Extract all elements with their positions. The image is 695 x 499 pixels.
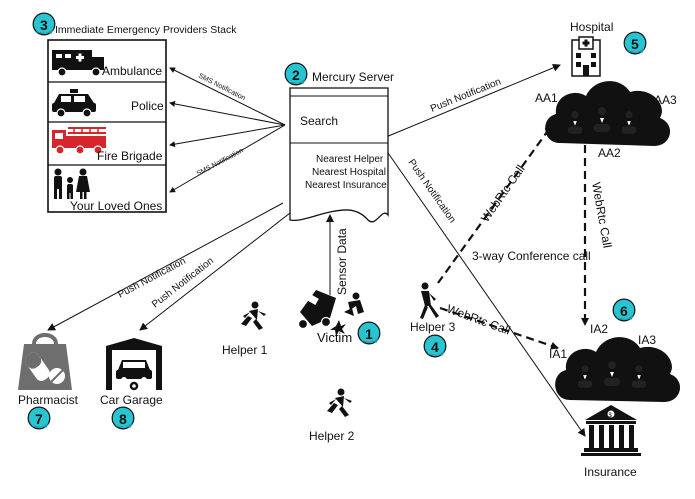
victim-label: Victim bbox=[317, 330, 352, 345]
stack-badge-number: 3 bbox=[40, 17, 48, 33]
garage-label: Car Garage bbox=[100, 393, 163, 407]
insurance-agent-ia1: IA1 bbox=[549, 347, 567, 361]
helper-2-label: Helper 2 bbox=[309, 429, 355, 443]
edge-label-sms-2: SMS Notification bbox=[196, 147, 245, 178]
helper-2: Helper 2 bbox=[309, 388, 355, 443]
edge-push-insurance bbox=[385, 149, 586, 437]
edge-label-webrtc-conference: WebRtc Call bbox=[589, 181, 614, 249]
hospital-group: Hospital 5 AA1 AA2 AA3 bbox=[535, 20, 677, 160]
edge-label-sensor: Sensor Data bbox=[335, 228, 349, 295]
provider-label-loved-ones: Your Loved Ones bbox=[70, 199, 162, 213]
edge-push-pharmacist bbox=[47, 202, 284, 331]
helper-1-label: Helper 1 bbox=[222, 343, 268, 357]
edge-sms-upper bbox=[169, 67, 286, 126]
stack-frame bbox=[47, 39, 167, 213]
edge-sms-mid2 bbox=[169, 124, 286, 148]
stack-title: Immediate Emergency Providers Stack bbox=[55, 24, 237, 36]
mercury-server: 2 Mercury Server Search Nearest Helper N… bbox=[284, 62, 394, 223]
helper-3-badge-number: 4 bbox=[431, 339, 439, 355]
ambulance-icon bbox=[52, 50, 104, 77]
running-person-icon bbox=[241, 301, 266, 330]
server-nearest-helper: Nearest Helper bbox=[316, 154, 384, 165]
helper-3-label: Helper 3 bbox=[410, 320, 456, 334]
family-icon bbox=[54, 168, 90, 199]
edge-sms-lower bbox=[169, 124, 286, 193]
insurance-group: 6 IA1 IA2 IA3 $ Insurance bbox=[549, 298, 681, 479]
server-search-label: Search bbox=[300, 114, 338, 128]
bank-building-icon: $ bbox=[581, 405, 641, 456]
emergency-stack: 3 Immediate Emergency Providers Stack Am… bbox=[32, 12, 237, 213]
server-nearest-hospital: Nearest Hospital bbox=[312, 167, 386, 178]
garage-badge-number: 8 bbox=[119, 411, 127, 427]
pharmacist-group: Pharmacist 7 bbox=[18, 333, 79, 430]
victim-group: Victim 1 bbox=[297, 290, 381, 345]
insurance-agent-ia3: IA3 bbox=[638, 333, 656, 347]
hospital-agent-aa3: AA3 bbox=[654, 93, 677, 107]
edge-label-push-hospital: Push Notification bbox=[429, 76, 503, 114]
hospital-cloud bbox=[545, 81, 671, 146]
hospital-badge-number: 5 bbox=[631, 36, 639, 52]
server-document bbox=[289, 87, 389, 223]
edge-label-webrtc-hospital: WebRtc Call bbox=[478, 162, 528, 224]
insurance-badge-number: 6 bbox=[620, 303, 628, 319]
car-garage-icon bbox=[106, 338, 162, 392]
provider-label-fire-brigade: Fire Brigade bbox=[97, 149, 163, 163]
pharmacy-bag-icon bbox=[18, 333, 72, 390]
victim-badge-number: 1 bbox=[365, 326, 373, 342]
server-badge-number: 2 bbox=[292, 67, 300, 83]
edge-label-sms-1: SMS Notification bbox=[197, 73, 246, 103]
fire-truck-icon bbox=[52, 127, 106, 155]
insurance-label: Insurance bbox=[584, 465, 637, 479]
police-car-icon bbox=[52, 89, 96, 118]
edge-webrtc-insurance bbox=[439, 306, 559, 350]
edge-webrtc-hospital bbox=[437, 124, 553, 284]
svg-text:$: $ bbox=[609, 413, 613, 419]
walking-person-icon bbox=[420, 282, 439, 319]
car-crash-icon bbox=[297, 290, 364, 336]
insurance-agent-ia2: IA2 bbox=[590, 322, 608, 336]
running-person-icon bbox=[327, 388, 352, 417]
pharmacist-badge-number: 7 bbox=[35, 411, 43, 427]
server-nearest-insurance: Nearest Insurance bbox=[305, 180, 387, 191]
server-title: Mercury Server bbox=[312, 70, 394, 84]
hospital-agent-aa2: AA2 bbox=[598, 146, 621, 160]
hospital-agent-aa1: AA1 bbox=[535, 91, 558, 105]
edge-label-conference: 3-way Conference call bbox=[472, 249, 591, 263]
helper-1: Helper 1 bbox=[222, 301, 268, 357]
edge-sms-mid1 bbox=[169, 100, 286, 126]
garage-group: Car Garage 8 bbox=[100, 338, 163, 430]
helper-3: Helper 3 4 bbox=[410, 282, 456, 358]
edge-push-garage bbox=[139, 212, 291, 331]
provider-label-ambulance: Ambulance bbox=[102, 64, 162, 78]
hospital-building-icon bbox=[571, 36, 601, 77]
pharmacist-label: Pharmacist bbox=[18, 393, 79, 407]
edge-push-hospital bbox=[385, 63, 561, 138]
insurance-cloud bbox=[555, 337, 681, 402]
hospital-label: Hospital bbox=[570, 20, 613, 34]
provider-label-police: Police bbox=[131, 99, 164, 113]
